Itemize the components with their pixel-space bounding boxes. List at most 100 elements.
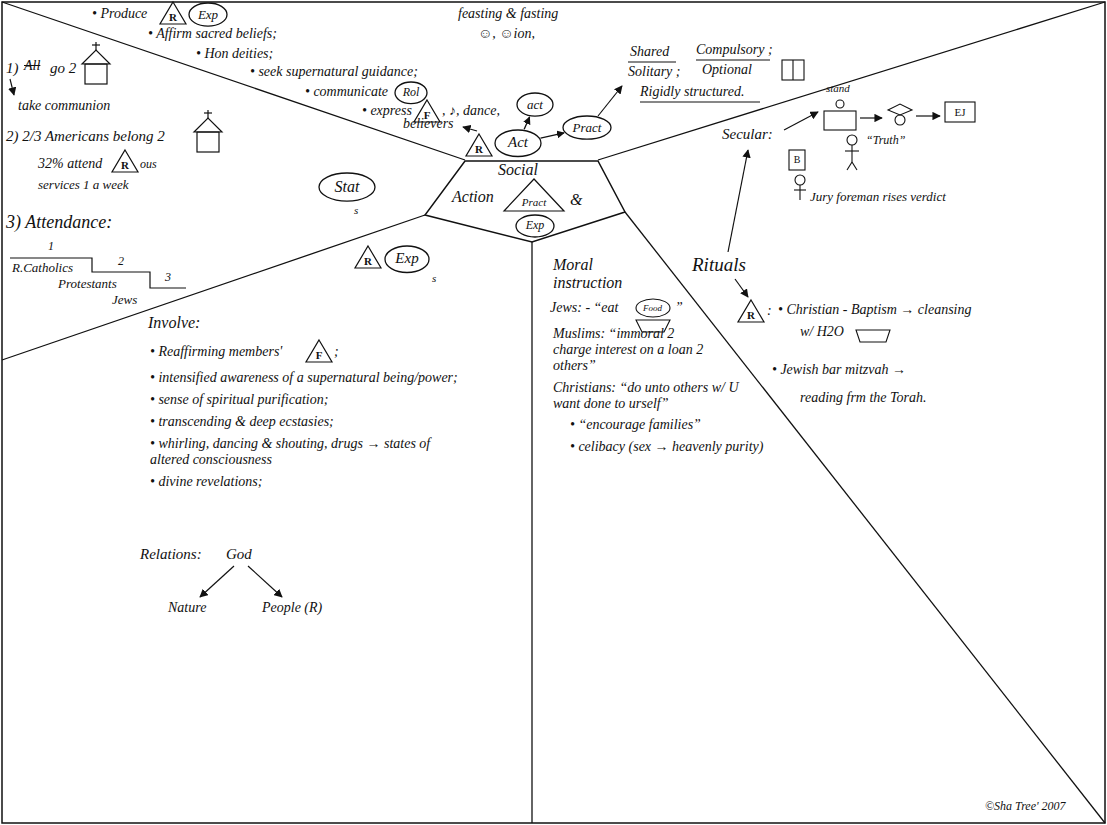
circled-word: Exp [188, 2, 228, 27]
fraction-bar [696, 59, 770, 60]
courtroom-icon [824, 111, 856, 130]
arrow-line [463, 127, 477, 131]
symbol-letter: R [112, 159, 138, 171]
circled-word: Stat [318, 172, 376, 202]
note-text: Nature [168, 600, 206, 616]
note-text: B [789, 154, 805, 166]
region-divider [598, 2, 1105, 160]
triangle-outline [504, 179, 564, 211]
note-text: • communicate [305, 84, 388, 100]
church-icon [197, 132, 219, 152]
region-divider [625, 212, 1105, 823]
circled-word: Exp [384, 245, 430, 273]
arrow-line [200, 566, 234, 597]
note-text: Jews [112, 293, 137, 308]
fraction-bar [640, 101, 760, 102]
note-text: 3) Attendance: [6, 212, 112, 233]
node-text: Rol [403, 86, 420, 100]
book-icon [792, 60, 793, 80]
circle-outline [517, 93, 553, 116]
note-text: take communion [18, 98, 110, 114]
note-text: Jews: - “eat [550, 300, 618, 316]
node-text: & [570, 191, 582, 209]
circled-word: Rol [394, 81, 428, 105]
note-text: 1) [6, 60, 19, 77]
note-text: • Hon deities; [196, 46, 273, 62]
church-icon [204, 112, 212, 113]
note-text: Shared [630, 44, 669, 60]
note-text: believers [403, 116, 454, 132]
note-text: Protestants [58, 277, 117, 292]
book-icon [782, 60, 804, 80]
circled-word: Exp [515, 214, 555, 238]
arrow-line [248, 566, 282, 597]
note-text: • Produce [92, 6, 147, 22]
note-text: • sense of spiritual purification; [150, 392, 328, 408]
arrow-line [10, 79, 14, 95]
circle-outline [495, 130, 541, 156]
pentagon-outline [425, 161, 625, 242]
figure-icon [851, 145, 852, 162]
node-text: Social [498, 161, 538, 179]
center-pentagon: SocialAction&PractExp [425, 160, 625, 242]
courtroom-icon [888, 104, 912, 115]
region-divider [2, 2, 465, 160]
note-text: • celibacy (sex → heavenly purity) [570, 439, 770, 455]
node-text: Exp [395, 250, 418, 267]
circled-word: Act [494, 129, 542, 157]
symbol-letter: F [306, 349, 332, 361]
note-text: • seek supernatural guidance; [250, 64, 418, 80]
circle-outline [563, 116, 611, 139]
note-text: • Jewish bar mitzvah → [772, 362, 906, 378]
node-text: Stat [335, 178, 360, 196]
note-text: s [354, 204, 358, 217]
arrow-line [598, 86, 622, 116]
arrow-line [728, 150, 748, 252]
courtroom-icon [895, 115, 905, 125]
church-icon [194, 118, 222, 132]
fraction-bar [628, 61, 676, 62]
courtroom-icon [945, 102, 975, 122]
note-text: • “encourage families” [570, 417, 701, 433]
region-divider [531, 242, 532, 823]
church-icon [95, 42, 96, 50]
note-text: People (R) [262, 600, 322, 616]
note-text: Christians: “do unto others w/ U want do… [553, 380, 753, 412]
symbol-letter: R [160, 11, 186, 23]
node-text: act [527, 98, 543, 113]
arrow-line [784, 112, 818, 130]
note-text: • Christian - Baptism → cleansing [778, 302, 972, 318]
food-basket [636, 299, 670, 317]
book-icon [782, 60, 804, 80]
church-icon [92, 44, 100, 45]
note-text: All [24, 58, 40, 74]
courtroom-icon [836, 100, 844, 108]
note-text: 1 [48, 240, 54, 254]
note-text: s [432, 272, 436, 285]
node-text: Act [508, 134, 528, 151]
note-text: ; [334, 344, 339, 360]
note-text: R.Catholics [12, 261, 73, 276]
fraction-bar [628, 60, 770, 102]
triangle-symbol [112, 150, 138, 172]
church-icon [207, 110, 208, 118]
circled-word: act [516, 92, 554, 117]
circled-word: Pract [562, 115, 612, 140]
arrow-line [860, 117, 882, 118]
note-text: Rigidly structured. [640, 84, 744, 100]
note-text: Optional [702, 62, 752, 78]
note-text: ☺, ☺ion, [478, 26, 535, 42]
note-text: Involve: [148, 314, 200, 332]
note-text: Food [643, 303, 662, 313]
note-text: Relations: [140, 546, 202, 563]
note-text: ©Sha Tree' 2007 [985, 800, 1066, 814]
circle-outline [319, 173, 375, 201]
arrow-line [735, 279, 748, 297]
circle-outline [385, 246, 429, 272]
